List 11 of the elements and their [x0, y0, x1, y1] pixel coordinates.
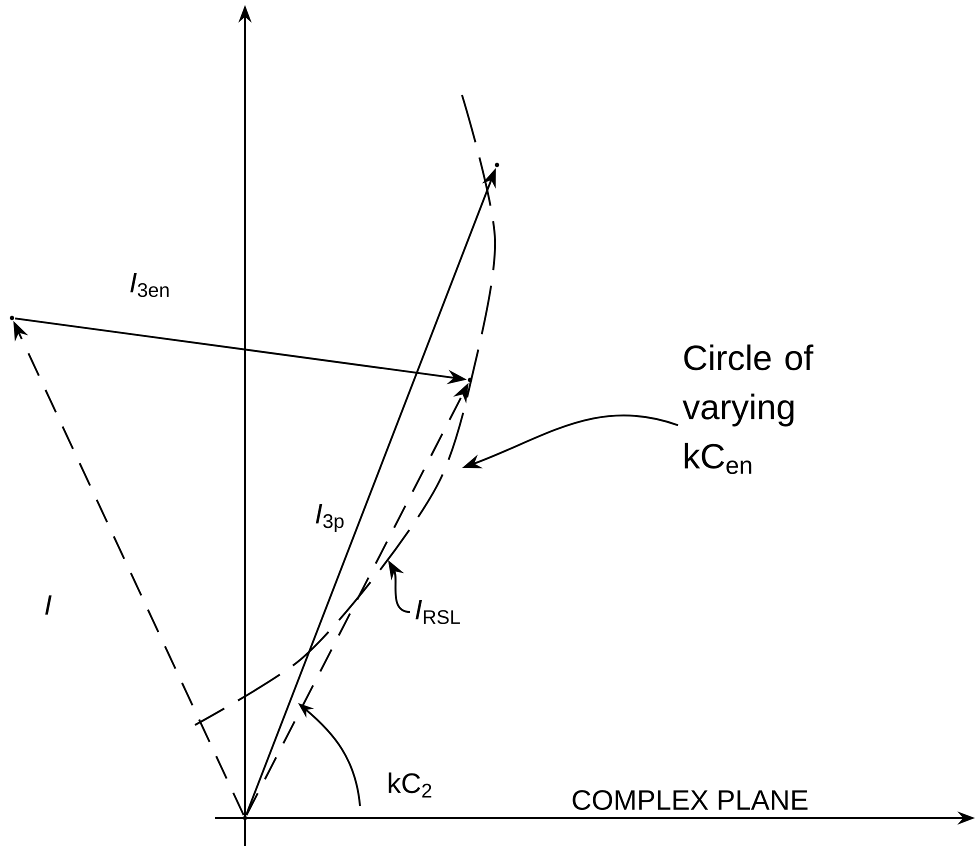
edge-label: I$_{3p}$ [311, 500, 349, 536]
phasor-point [468, 378, 472, 382]
phasor-point [494, 162, 500, 168]
label-text: I$_{RSL}$ [416, 600, 460, 624]
axis-label: COMPLEX PLANE [568, 786, 812, 814]
phasor-point [10, 316, 14, 320]
edge-label: I$_{3en}$ [126, 269, 174, 301]
angle-label: kC$_{2}$ [383, 769, 437, 801]
phasor-point [242, 816, 248, 820]
edge-label: I [40, 592, 56, 618]
annotation-text: Circle of varying kC$_{en}$ [682, 344, 814, 474]
